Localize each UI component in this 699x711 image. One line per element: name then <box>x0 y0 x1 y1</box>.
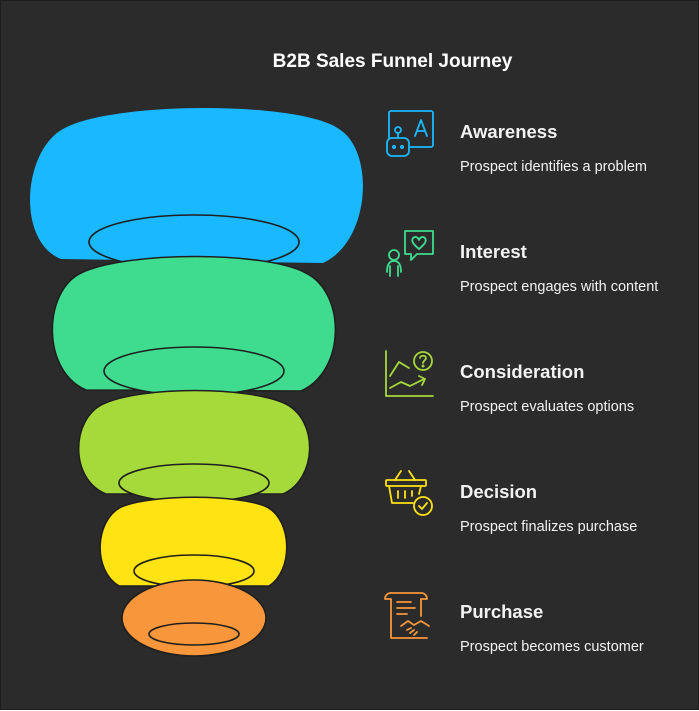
contract-handshake-icon <box>384 592 430 639</box>
stage-interest: Interest Prospect engages with content <box>381 228 691 328</box>
stage-label: Awareness <box>460 121 558 142</box>
funnel-layer-interest <box>51 255 337 396</box>
stage-consideration: Consideration Prospect evaluates options <box>381 348 691 448</box>
stage-description: Prospect finalizes purchase <box>460 519 638 535</box>
person-heart-icon <box>386 230 434 277</box>
diagram-title: B2B Sales Funnel Journey <box>272 51 513 72</box>
stage-label: Purchase <box>460 601 544 622</box>
stage-description: Prospect becomes customer <box>460 639 644 655</box>
funnel-layer-decision <box>99 496 288 588</box>
funnel-layer-purchase <box>121 579 267 657</box>
stage-purchase: Purchase Prospect becomes customer <box>381 588 691 688</box>
funnel-layer-consideration <box>77 389 311 503</box>
robot-letter-icon <box>386 110 434 157</box>
stage-awareness: Awareness Prospect identifies a problem <box>381 108 691 208</box>
funnel-layer-awareness <box>30 108 363 270</box>
basket-check-icon <box>385 470 433 516</box>
stage-label: Interest <box>460 241 527 262</box>
stage-description: Prospect engages with content <box>460 279 659 295</box>
stage-description: Prospect evaluates options <box>460 399 635 415</box>
stage-label: Decision <box>460 481 538 502</box>
stage-label: Consideration <box>460 361 585 382</box>
stage-decision: Decision Prospect finalizes purchase <box>381 468 691 568</box>
stage-description: Prospect identifies a problem <box>460 159 647 175</box>
chart-question-icon <box>385 350 434 397</box>
